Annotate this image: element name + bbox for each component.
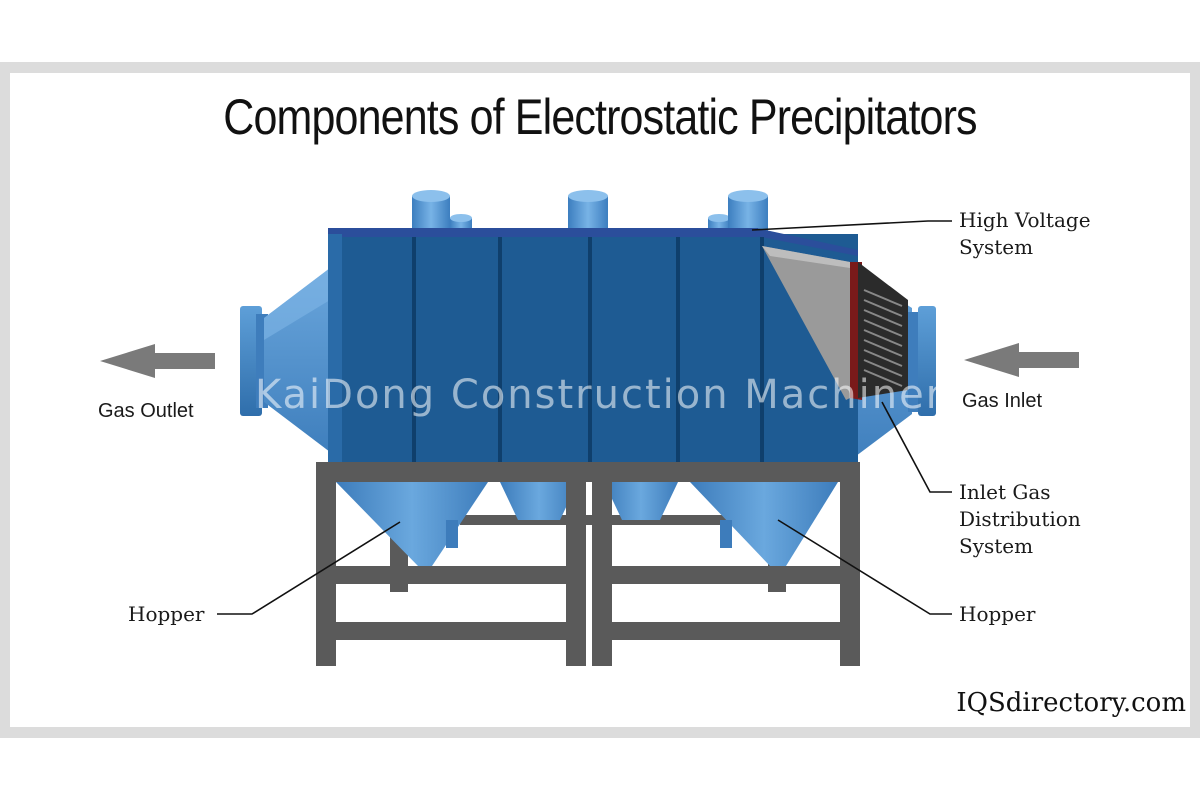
hoppers <box>336 482 838 566</box>
diagram-title: Components of Electrostatic Precipitator… <box>223 89 977 145</box>
main-body <box>328 228 858 466</box>
leader-hopper-left <box>217 521 401 615</box>
label-line: System <box>959 534 1034 558</box>
support-frame-front <box>316 462 860 666</box>
gas-inlet-arrow <box>964 343 1079 377</box>
label-inlet-gas-distribution-system: Inlet Gas Distribution System <box>959 479 1081 560</box>
leader-inlet-gas <box>881 401 952 493</box>
leader-lines <box>217 220 952 615</box>
watermark-text: KaiDong Construction Machiner <box>255 372 945 418</box>
top-pipes <box>412 190 768 234</box>
label-line: High Voltage <box>959 208 1091 232</box>
gas-outlet-arrow <box>100 344 215 378</box>
label-hopper-right: Hopper <box>959 602 1036 626</box>
label-gas-inlet: Gas Inlet <box>962 390 1043 412</box>
panel-dividers <box>412 237 764 465</box>
label-line: Distribution <box>959 507 1081 531</box>
label-gas-outlet: Gas Outlet <box>98 400 194 422</box>
leader-high-voltage <box>751 220 952 231</box>
leader-hopper-right <box>777 519 952 615</box>
label-line: Inlet Gas <box>959 480 1051 504</box>
label-hopper-left: Hopper <box>128 602 205 626</box>
label-line: System <box>959 235 1034 259</box>
cutaway-section <box>762 246 908 400</box>
outlet-cone <box>240 268 330 452</box>
source-credit: IQSdirectory.com <box>956 688 1186 718</box>
label-high-voltage-system: High Voltage System <box>959 207 1091 261</box>
